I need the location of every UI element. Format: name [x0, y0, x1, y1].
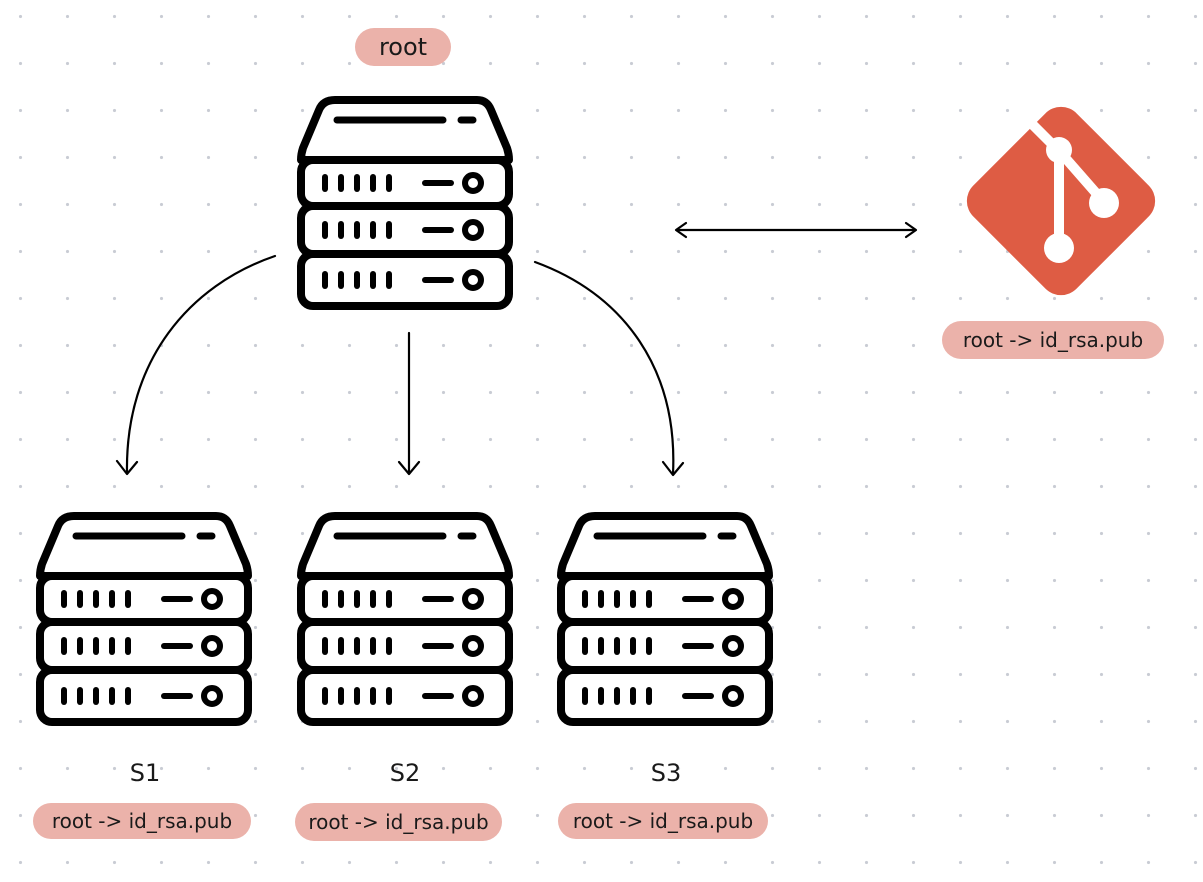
server-s1-key-label: root -> id_rsa.pub [33, 803, 251, 839]
git-key-label: root -> id_rsa.pub [942, 321, 1164, 359]
root-label: root [355, 28, 451, 66]
arrow-root-to-s2 [397, 331, 421, 476]
server-s2-icon [301, 516, 509, 722]
server-s2-name: S2 [389, 759, 421, 787]
server-s3-icon [561, 516, 769, 722]
sync-arrow [674, 221, 918, 239]
server-s2-key-label: root -> id_rsa.pub [295, 803, 502, 841]
root-server-icon [301, 100, 509, 306]
server-s1-name: S1 [129, 759, 161, 787]
git-logo-icon [966, 106, 1156, 296]
server-s3-key-label: root -> id_rsa.pub [558, 803, 768, 839]
server-s3-name: S3 [650, 759, 682, 787]
arrow-root-to-s1 [115, 254, 277, 476]
server-s1-icon [40, 516, 248, 722]
arrow-root-to-s3 [533, 260, 685, 477]
